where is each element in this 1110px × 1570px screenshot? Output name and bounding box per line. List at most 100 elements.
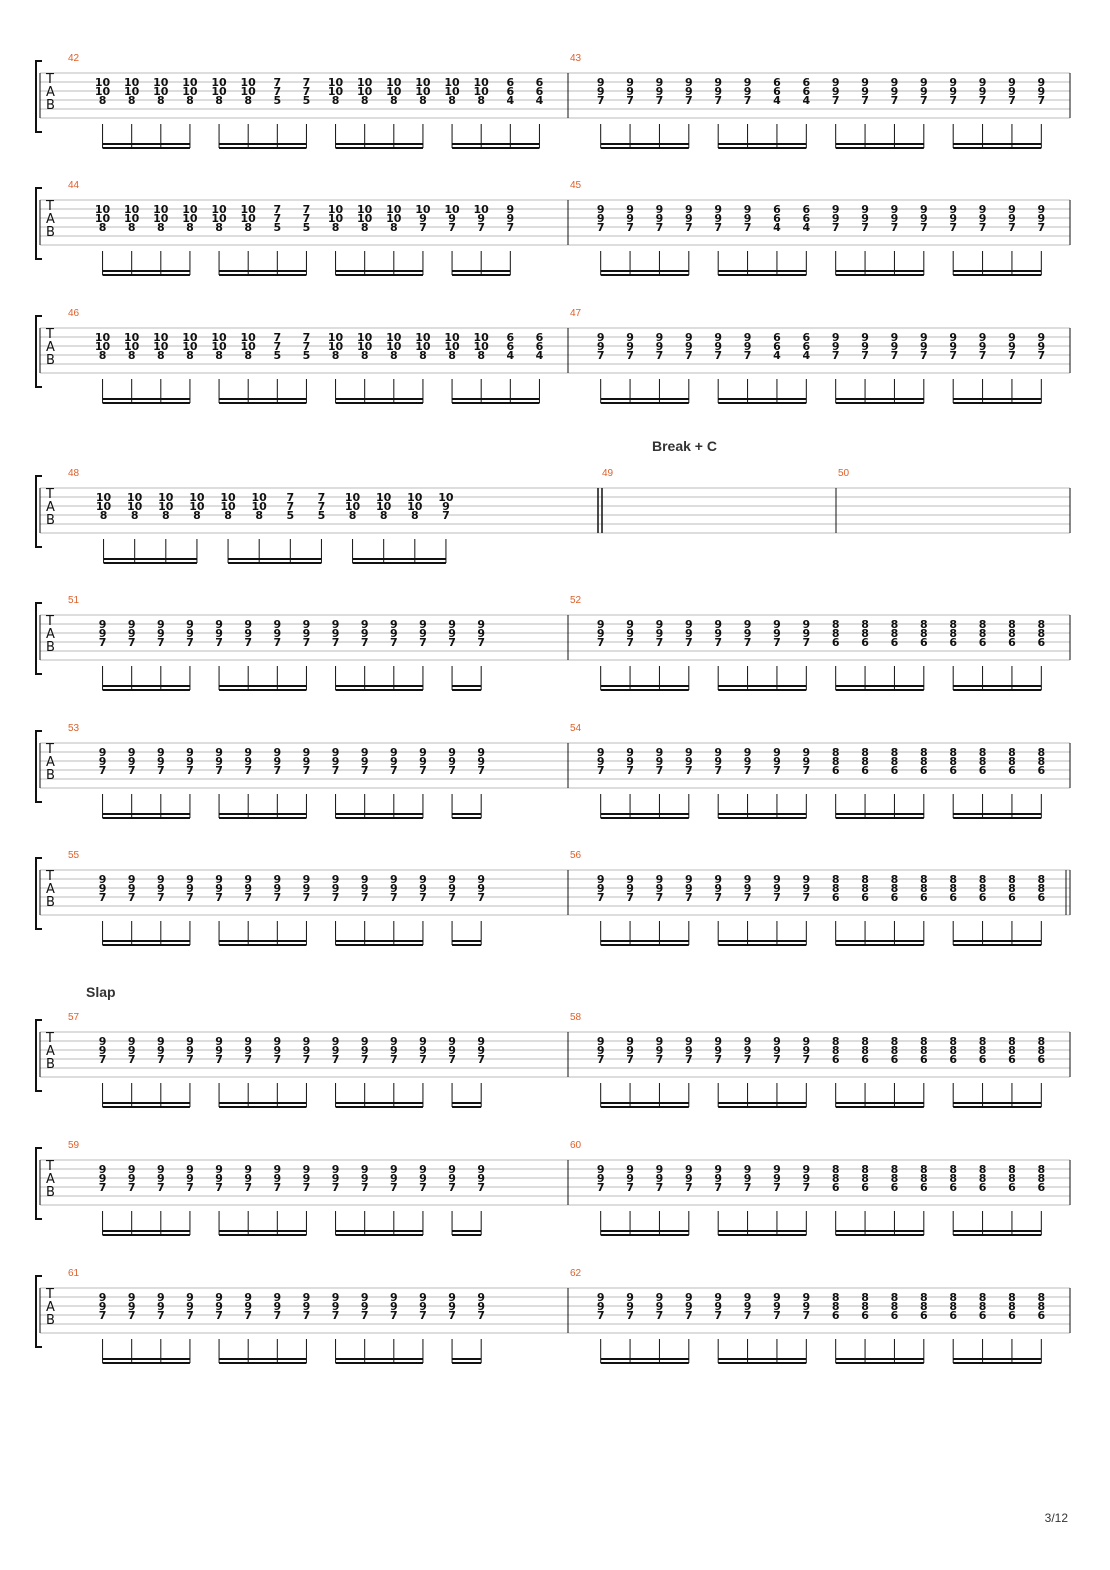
fret-number: 8 bbox=[1008, 1300, 1016, 1313]
fret-number: 9 bbox=[157, 882, 165, 895]
fret-number: 9 bbox=[861, 85, 869, 98]
fret-number: 10 bbox=[345, 500, 361, 513]
fret-number: 9 bbox=[99, 1300, 107, 1313]
fret-number: 9 bbox=[802, 1163, 810, 1176]
fret-number: 8 bbox=[979, 1163, 987, 1176]
fret-number: 9 bbox=[656, 1163, 664, 1176]
fret-number: 8 bbox=[832, 882, 840, 895]
fret-number: 8 bbox=[244, 221, 252, 234]
fret-number: 9 bbox=[1008, 331, 1016, 344]
fret-number: 9 bbox=[506, 203, 514, 216]
fret-number: 8 bbox=[100, 509, 108, 522]
fret-number: 7 bbox=[597, 1309, 605, 1322]
fret-number: 10 bbox=[252, 500, 268, 513]
fret-number: 9 bbox=[361, 1300, 369, 1313]
fret-number: 9 bbox=[949, 331, 957, 344]
fret-number: 7 bbox=[303, 891, 311, 904]
fret-number: 6 bbox=[1008, 1053, 1016, 1066]
fret-number: 9 bbox=[832, 331, 840, 344]
fret-number: 9 bbox=[744, 1035, 752, 1048]
fret-number: 10 bbox=[376, 491, 392, 504]
fret-number: 7 bbox=[626, 636, 634, 649]
fret-number: 9 bbox=[448, 618, 456, 631]
fret-number: 9 bbox=[1037, 212, 1045, 225]
fret-number: 9 bbox=[128, 627, 136, 640]
fret-number: 7 bbox=[1037, 94, 1045, 107]
fret-number: 10 bbox=[474, 340, 490, 353]
fret-number: 8 bbox=[1037, 627, 1045, 640]
fret-number: 7 bbox=[215, 1181, 223, 1194]
fret-number: 8 bbox=[128, 221, 136, 234]
fret-number: 9 bbox=[714, 212, 722, 225]
fret-number: 10 bbox=[474, 85, 490, 98]
fret-number: 9 bbox=[656, 331, 664, 344]
fret-number: 10 bbox=[357, 340, 373, 353]
fret-number: 7 bbox=[273, 203, 281, 216]
fret-number: 10 bbox=[444, 203, 460, 216]
fret-number: 9 bbox=[773, 1172, 781, 1185]
fret-number: 10 bbox=[182, 331, 198, 344]
fret-number: 9 bbox=[303, 1300, 311, 1313]
fret-number: 9 bbox=[442, 500, 450, 513]
fret-number: 7 bbox=[685, 1053, 693, 1066]
fret-number: 10 bbox=[95, 212, 111, 225]
fret-number: 9 bbox=[419, 1291, 427, 1304]
fret-number: 9 bbox=[332, 1035, 340, 1048]
measure-number: 58 bbox=[570, 1012, 582, 1023]
fret-number: 5 bbox=[286, 509, 294, 522]
fret-number: 9 bbox=[273, 627, 281, 640]
fret-number: 6 bbox=[773, 76, 781, 89]
fret-number: 7 bbox=[273, 764, 281, 777]
fret-number: 6 bbox=[861, 764, 869, 777]
fret-number: 10 bbox=[124, 340, 140, 353]
fret-number: 9 bbox=[1037, 340, 1045, 353]
fret-number: 6 bbox=[536, 76, 544, 89]
fret-number: 9 bbox=[920, 85, 928, 98]
fret-number: 8 bbox=[861, 1300, 869, 1313]
fret-number: 8 bbox=[411, 509, 419, 522]
fret-number: 8 bbox=[349, 509, 357, 522]
fret-number: 9 bbox=[448, 1163, 456, 1176]
fret-number: 8 bbox=[332, 94, 340, 107]
fret-number: 6 bbox=[802, 212, 810, 225]
fret-number: 8 bbox=[920, 1163, 928, 1176]
fret-number: 6 bbox=[832, 1181, 840, 1194]
fret-number: 7 bbox=[273, 891, 281, 904]
fret-number: 6 bbox=[1037, 891, 1045, 904]
fret-number: 9 bbox=[99, 1044, 107, 1057]
fret-number: 9 bbox=[891, 340, 899, 353]
fret-number: 9 bbox=[832, 85, 840, 98]
tab-clef-letter: A bbox=[46, 85, 55, 100]
fret-number: 9 bbox=[477, 1035, 485, 1048]
measure-number: 53 bbox=[68, 723, 80, 734]
system-bracket bbox=[35, 857, 42, 930]
fret-number: 7 bbox=[303, 203, 311, 216]
fret-number: 9 bbox=[215, 1291, 223, 1304]
fret-number: 9 bbox=[157, 746, 165, 759]
fret-number: 9 bbox=[303, 1163, 311, 1176]
fret-number: 9 bbox=[656, 212, 664, 225]
measure-number: 61 bbox=[68, 1268, 80, 1279]
fret-number: 9 bbox=[448, 882, 456, 895]
fret-number: 9 bbox=[656, 340, 664, 353]
fret-number: 7 bbox=[332, 764, 340, 777]
fret-number: 9 bbox=[244, 618, 252, 631]
fret-number: 9 bbox=[332, 746, 340, 759]
measure-number: 60 bbox=[570, 1140, 582, 1151]
fret-number: 8 bbox=[832, 755, 840, 768]
fret-number: 7 bbox=[685, 1309, 693, 1322]
fret-number: 7 bbox=[318, 491, 326, 504]
fret-number: 9 bbox=[744, 1291, 752, 1304]
fret-number: 6 bbox=[891, 1181, 899, 1194]
fret-number: 7 bbox=[979, 94, 987, 107]
fret-number: 9 bbox=[215, 873, 223, 886]
fret-number: 7 bbox=[390, 764, 398, 777]
fret-number: 7 bbox=[186, 1309, 194, 1322]
fret-number: 9 bbox=[744, 1172, 752, 1185]
fret-number: 9 bbox=[332, 627, 340, 640]
fret-number: 8 bbox=[332, 349, 340, 362]
fret-number: 8 bbox=[419, 349, 427, 362]
fret-number: 9 bbox=[477, 746, 485, 759]
